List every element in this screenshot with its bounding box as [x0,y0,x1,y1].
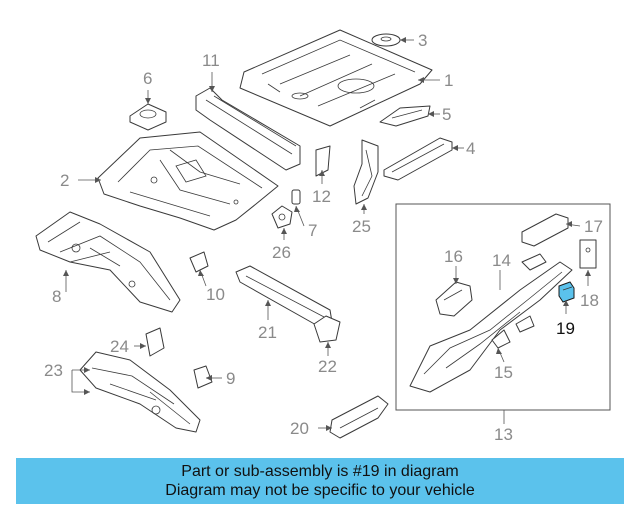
callout-10: 10 [206,285,225,304]
part-2-front-floor[interactable] [97,131,279,231]
part-7-clip[interactable] [291,189,301,205]
part-20-side-piece[interactable] [329,395,389,439]
part-15-bracket[interactable] [491,315,535,349]
callout-23: 23 [44,361,63,380]
callout-11: 11 [202,51,220,70]
part-18-plate[interactable] [579,239,597,269]
callout-25: 25 [352,217,371,236]
callout-19[interactable]: 19 [556,319,575,338]
part-10-plate[interactable] [189,251,209,273]
callout-21: 21 [258,323,277,342]
callout-7: 7 [308,221,317,240]
callout-13: 13 [494,425,513,444]
part-1-floor-panel[interactable] [239,29,433,127]
callout-15: 15 [494,363,513,382]
banner-line-2: Diagram may not be specific to your vehi… [165,482,475,499]
part-6-mount[interactable] [129,103,167,131]
callout-2: 2 [60,171,69,190]
part-23-dash-member[interactable] [79,351,201,433]
part-16-housing[interactable] [435,281,473,317]
callout-labels: 1 2 3 4 5 6 7 8 9 10 11 12 13 14 15 16 1… [44,31,603,444]
callout-18: 18 [580,291,599,310]
part-26-mount[interactable] [271,205,293,229]
callout-26: 26 [272,243,291,262]
part-11-crossmember[interactable] [195,87,301,171]
callout-8: 8 [52,287,61,306]
callout-5: 5 [442,105,451,124]
callout-9: 9 [226,369,235,388]
part-12-bracket[interactable] [315,145,331,177]
part-4-reinforcement[interactable] [383,137,453,181]
part-8-dash-panel[interactable] [35,211,181,313]
part-25-pillar[interactable] [353,139,379,205]
callout-20: 20 [290,419,309,438]
part-19-highlighted[interactable] [558,281,575,303]
callout-14: 14 [492,251,511,270]
callout-6: 6 [143,69,152,88]
callout-1: 1 [444,71,453,90]
callout-12: 12 [312,187,331,206]
part-3-plug[interactable] [371,33,401,47]
callout-17: 17 [584,217,603,236]
leader-arrowheads [63,37,591,431]
banner-line-1: Part or sub-assembly is #19 in diagram [181,463,459,480]
part-21-crossmember[interactable] [235,265,333,327]
callout-16: 16 [444,247,463,266]
info-banner: Part or sub-assembly is #19 in diagram D… [16,458,624,504]
subassembly-13-box [395,203,611,411]
callout-22: 22 [318,357,337,376]
callout-3: 3 [418,31,427,50]
callout-4: 4 [466,139,475,158]
part-14-side-member[interactable] [409,253,573,393]
part-17-reinforcement[interactable] [521,213,569,247]
part-22-bracket[interactable] [313,315,341,343]
part-5-bracket[interactable] [379,105,431,127]
part-9-bracket[interactable] [193,365,213,389]
callout-24: 24 [110,337,129,356]
part-24-bracket[interactable] [145,327,165,357]
